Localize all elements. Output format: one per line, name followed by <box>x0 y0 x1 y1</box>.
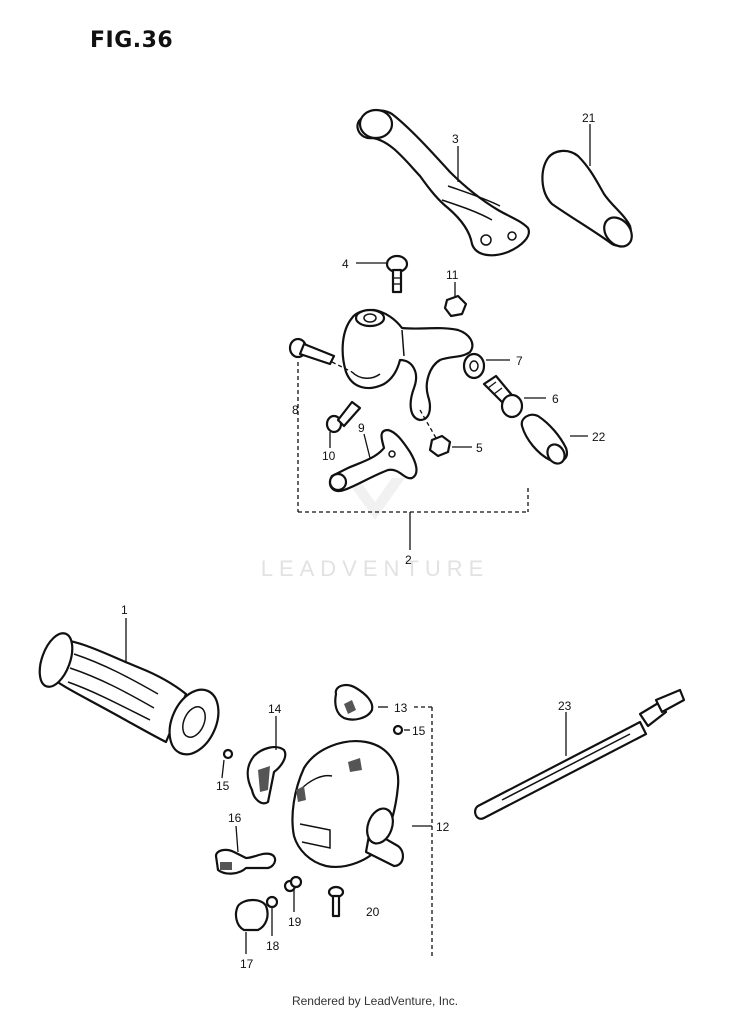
label-19: 19 <box>288 915 302 929</box>
part-7-washer <box>462 352 486 380</box>
label-21: 21 <box>582 111 596 125</box>
part-9-lever <box>328 428 418 493</box>
label-7: 7 <box>516 354 523 368</box>
label-2: 2 <box>405 553 412 567</box>
lever-holder <box>341 308 474 422</box>
part-4-bolt <box>385 254 409 294</box>
label-15-lower: 15 <box>216 779 230 793</box>
label-23: 23 <box>558 699 572 713</box>
label-22: 22 <box>592 430 606 444</box>
watermark-logo <box>345 478 405 520</box>
part-14-switch <box>246 746 287 805</box>
part-6-bolt <box>482 374 524 419</box>
part-8-bolt <box>288 337 353 373</box>
part-15-screw-upper <box>392 724 404 736</box>
part-3-lever <box>356 108 530 257</box>
part-22-cap <box>520 413 568 465</box>
leader-9 <box>363 433 371 459</box>
part-18-ball <box>265 895 279 909</box>
part-23-strap <box>474 688 686 820</box>
label-1: 1 <box>121 603 128 617</box>
label-15-upper: 15 <box>412 724 426 738</box>
label-11: 11 <box>446 268 459 282</box>
part-1-grip <box>38 632 220 756</box>
label-8: 8 <box>292 403 299 417</box>
watermark-text: LEADVENTURE <box>260 556 490 581</box>
label-6: 6 <box>552 392 559 406</box>
part-15-screw-lower <box>222 748 234 760</box>
part-19-spring <box>283 875 303 893</box>
part-21-cover <box>541 149 633 248</box>
part-5-nut <box>419 409 452 458</box>
label-10: 10 <box>322 449 336 463</box>
label-5: 5 <box>476 441 483 455</box>
label-20: 20 <box>366 905 380 919</box>
footer-credit: Rendered by LeadVenture, Inc. <box>291 994 459 1008</box>
leader-16 <box>235 825 239 853</box>
label-9: 9 <box>358 421 365 435</box>
part-17-knob <box>234 898 269 932</box>
label-16: 16 <box>228 811 242 825</box>
label-3: 3 <box>452 132 459 146</box>
part-16-switch <box>214 848 277 875</box>
leader-15b <box>221 759 225 779</box>
label-13: 13 <box>394 701 408 715</box>
part-12-housing <box>291 740 404 868</box>
label-4: 4 <box>342 257 349 271</box>
part-13-cover <box>334 684 374 721</box>
label-18: 18 <box>266 939 280 953</box>
label-14: 14 <box>268 702 282 716</box>
part-20-screw <box>327 885 345 918</box>
figure-title: FIG.36 <box>90 28 174 53</box>
assembly-2-bracket <box>297 362 529 550</box>
part-10-bolt <box>325 400 362 434</box>
label-17: 17 <box>240 957 254 971</box>
label-12: 12 <box>436 820 450 834</box>
part-11-nut <box>443 294 468 318</box>
